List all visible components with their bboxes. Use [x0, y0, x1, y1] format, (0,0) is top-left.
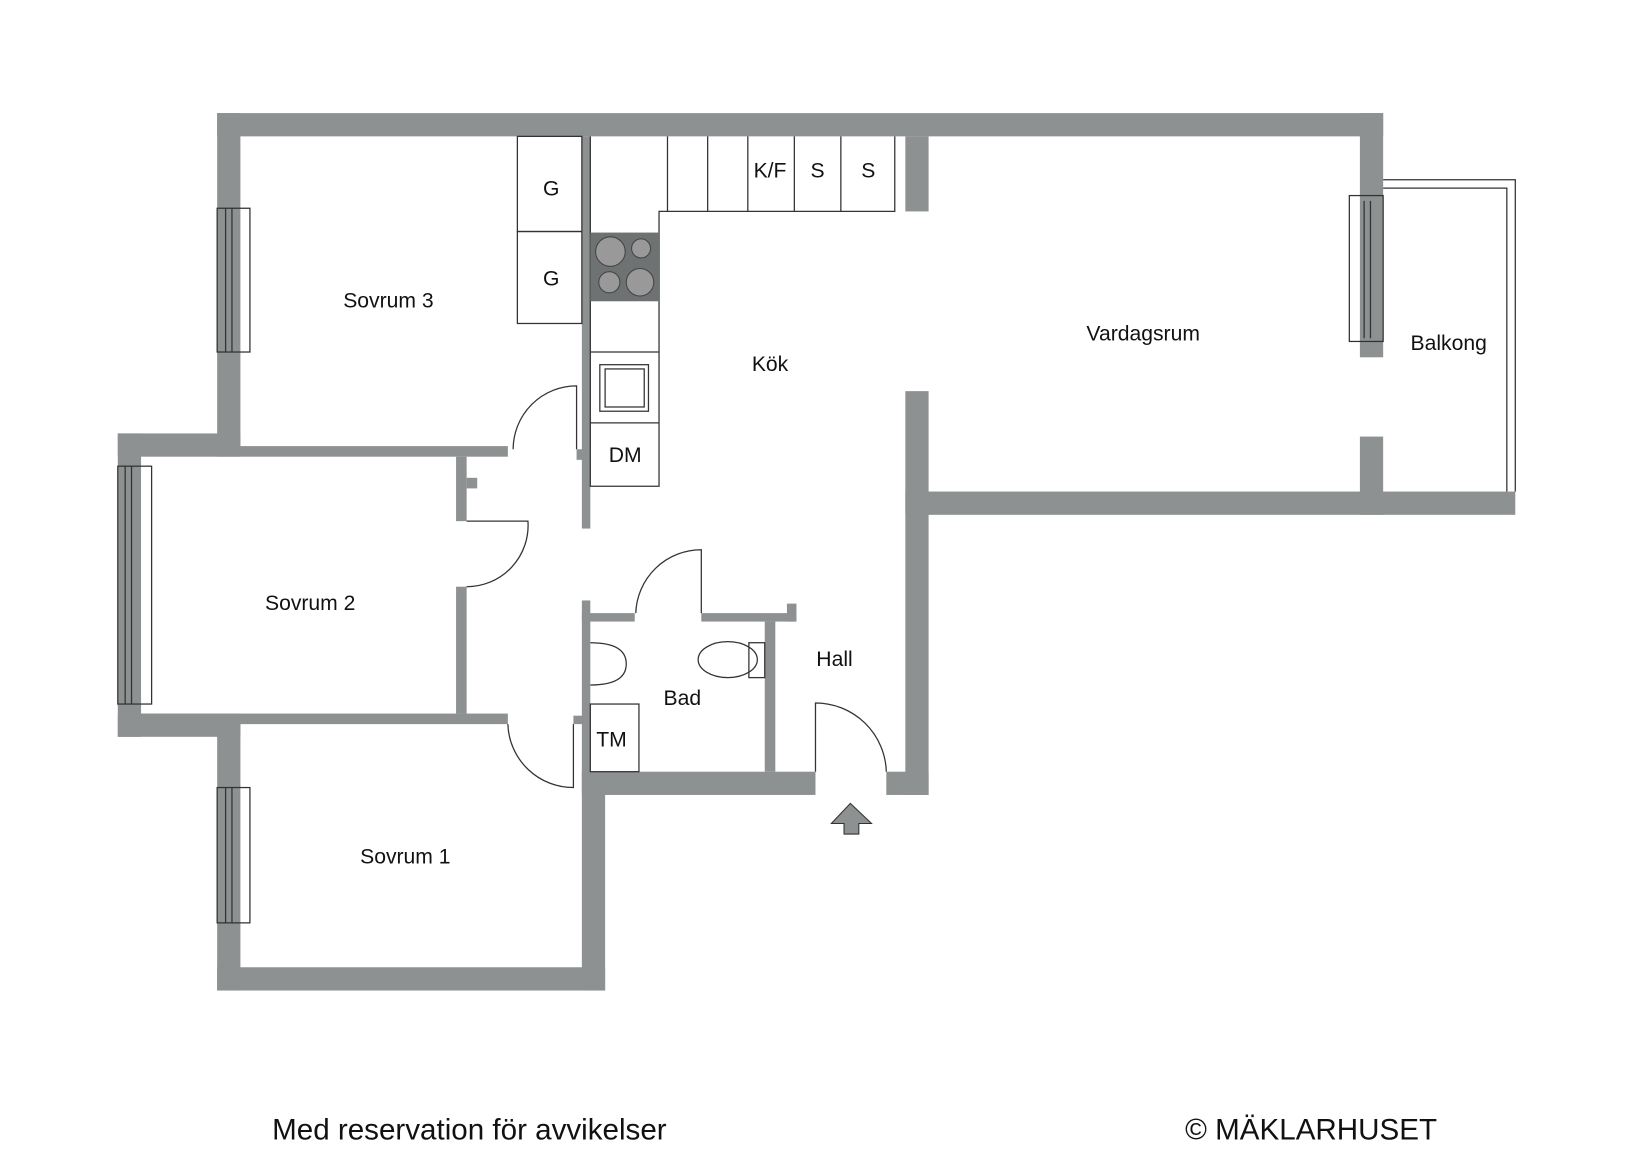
balcony	[1383, 179, 1516, 492]
fixture-label-tm: TM	[596, 728, 627, 751]
room-label-sovrum-3: Sovrum 3	[343, 290, 433, 313]
fixture-label-s: S	[861, 160, 875, 183]
doors	[466, 385, 887, 835]
room-labels: Sovrum 3 Sovrum 2 Sovrum 1 Kök Vardagsru…	[265, 160, 1487, 869]
disclaimer-text: Med reservation för avvikelser	[272, 1114, 667, 1147]
bath-fixtures	[589, 641, 766, 773]
copyright-text: © MÄKLARHUSET	[1185, 1114, 1437, 1147]
fixture-label-kf: K/F	[754, 160, 787, 183]
washbasin-icon	[590, 642, 627, 686]
fixture-label-dm: DM	[609, 444, 642, 467]
fixture-label-g: G	[543, 267, 559, 290]
kitchen-fixtures	[516, 135, 896, 487]
room-label-kok: Kök	[752, 353, 789, 376]
walls	[117, 113, 1516, 991]
room-label-balkong: Balkong	[1411, 332, 1487, 355]
windows	[117, 194, 1384, 924]
room-label-bad: Bad	[663, 687, 701, 710]
room-label-vardagsrum: Vardagsrum	[1086, 322, 1199, 345]
fixture-label-s: S	[811, 160, 825, 183]
sink-icon	[599, 364, 650, 412]
room-label-sovrum-1: Sovrum 1	[360, 846, 450, 869]
fixture-label-g: G	[543, 178, 559, 201]
room-label-hall: Hall	[816, 648, 852, 671]
entrance-arrow-icon	[830, 802, 873, 835]
room-label-sovrum-2: Sovrum 2	[265, 592, 355, 615]
toilet-icon	[697, 641, 758, 679]
